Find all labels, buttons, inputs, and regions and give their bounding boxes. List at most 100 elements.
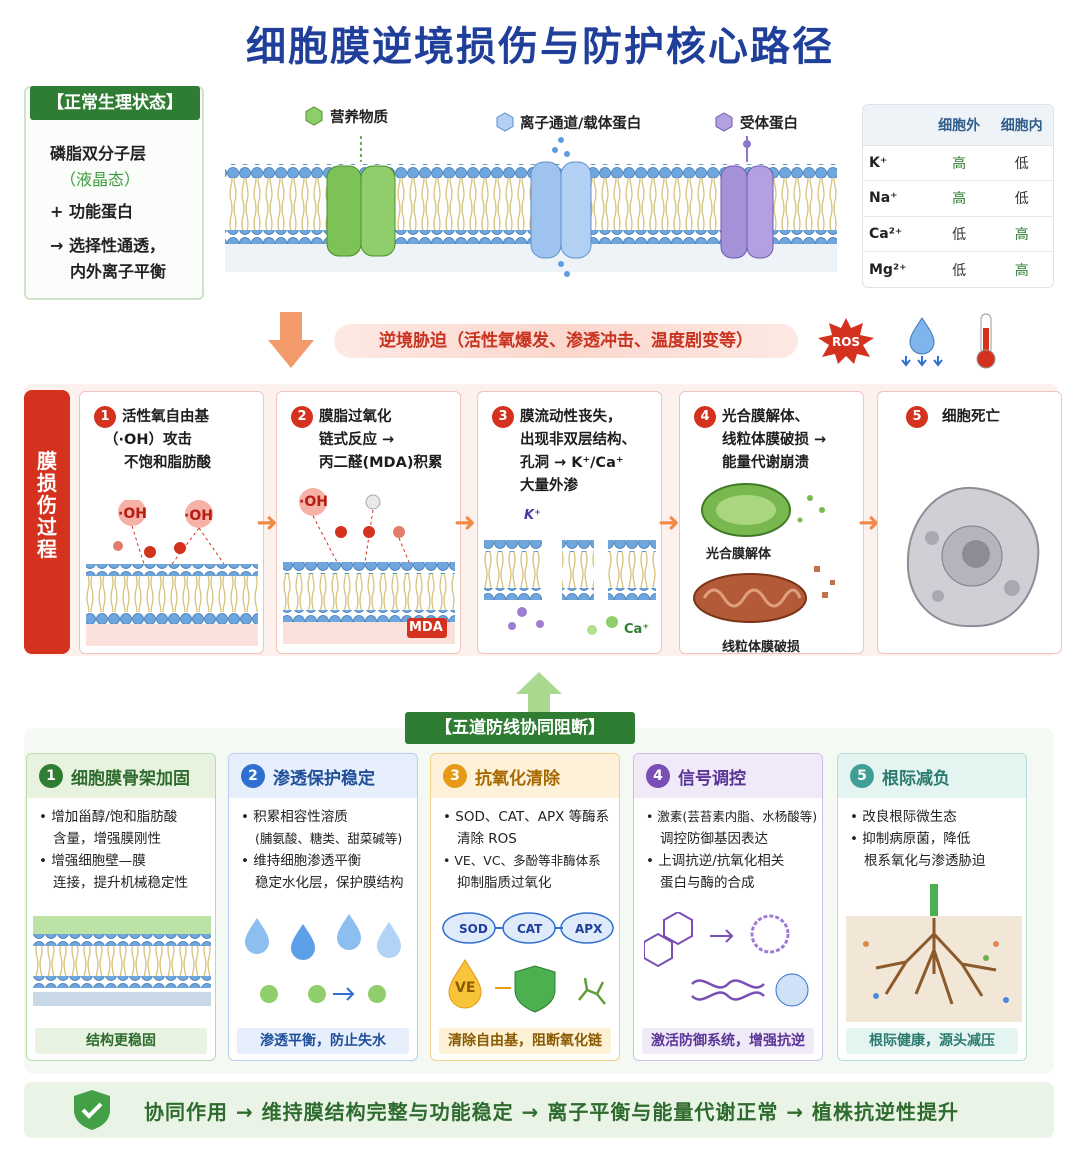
table-row: Ca²⁺低高 — [863, 215, 1053, 252]
ion-name: K⁺ — [863, 144, 928, 181]
bullet: • 上调抗逆/抗氧化相关 — [646, 853, 785, 869]
normal-line-2: （液晶态） — [60, 170, 141, 189]
legend-ion-channel: 离子通道/载体蛋白 — [520, 116, 642, 132]
normal-line-3: + 功能蛋白 — [50, 202, 133, 221]
bullet: 根系氧化与渗透胁迫 — [864, 853, 986, 869]
step-line: 出现非双层结构、 — [520, 432, 636, 448]
damage-side-label: 膜损伤过程 — [24, 390, 70, 654]
step-line: 丙二醛(MDA)积累 — [319, 455, 443, 471]
bullet: • 改良根际微生态 — [850, 809, 957, 825]
step-number: 3 — [492, 406, 514, 428]
normal-line-4: → 选择性通透， — [50, 236, 165, 255]
normal-line-5: 内外离子平衡 — [70, 262, 167, 281]
nutrient-channel-protein — [326, 136, 396, 257]
ion-in: 低 — [990, 180, 1053, 216]
stress-banner: 逆境胁迫（活性氧爆发、渗透冲击、温度剧变等） — [334, 324, 798, 358]
step-arrow-icon: ➜ — [454, 508, 476, 538]
bullet: • 激素(芸苔素内脂、水杨酸等) — [646, 809, 818, 824]
lipid-peroxidation-illustration — [283, 488, 455, 644]
step-line: 不饱和脂肪酸 — [124, 455, 211, 471]
normal-line-1: 磷脂双分子层 — [50, 144, 147, 163]
col-inside: 细胞内 — [990, 105, 1053, 145]
ion-name: Ca²⁺ — [863, 215, 928, 252]
step-line: 膜流动性丧失， — [520, 409, 622, 425]
bullet: 连接，提升机械稳定性 — [53, 875, 188, 891]
step-number: 1 — [94, 406, 116, 428]
mitochondria-label: 线粒体膜破损 — [722, 640, 801, 655]
defense-footer: 结构更稳固 — [35, 1028, 207, 1054]
photosynthetic-membrane-label: 光合膜解体 — [706, 547, 772, 562]
ion-name: Mg²⁺ — [863, 251, 928, 287]
step-line: 细胞死亡 — [942, 409, 1000, 425]
ion-out: 低 — [927, 215, 991, 252]
dead-cell-illustration — [906, 486, 1040, 628]
ion-name: Na⁺ — [863, 180, 928, 216]
defense-number: 3 — [443, 764, 467, 788]
table-row: K⁺高低 — [863, 144, 1053, 181]
step-number: 4 — [694, 406, 716, 428]
defense-card-2: 2 渗透保护稳定 • 积累相容性溶质 (脯氨酸、糖类、甜菜碱等) • 维持细胞渗… — [228, 753, 418, 1061]
defense-number: 2 — [241, 764, 265, 788]
ion-in: 低 — [990, 144, 1053, 181]
oh-label: ·OH — [118, 506, 147, 522]
antioxidant-illustration — [442, 912, 614, 1013]
defense-number: 4 — [646, 764, 670, 788]
step-line: 活性氧自由基 — [122, 409, 209, 425]
step-line: 孔洞 → K⁺/Ca⁺ — [520, 455, 624, 471]
bullet: 抑制脂质过氧化 — [457, 875, 552, 891]
step-number: 5 — [906, 406, 928, 428]
bullet: • 增加甾醇/饱和脂肪酸 — [39, 809, 178, 825]
ca-ion-label: Ca⁺ — [624, 622, 650, 637]
col-outside: 细胞外 — [927, 105, 991, 145]
water-droplets-illustration — [245, 914, 401, 1003]
table-corner — [863, 105, 928, 145]
up-arrow-icon — [516, 672, 562, 714]
synergy-text: 协同作用 → 维持膜结构完整与功能稳定 → 离子平衡与能量代谢正常 → 植株抗逆… — [144, 1100, 960, 1124]
defense-title-text: 根际减负 — [882, 769, 950, 789]
bullet: • SOD、CAT、APX 等酶系 — [443, 809, 610, 825]
oh-label: ·OH — [184, 508, 213, 524]
membrane-pore-illustration — [484, 538, 656, 635]
defense-footer: 根际健康，源头减压 — [846, 1028, 1018, 1054]
bullet: 调控防御基因表达 — [660, 831, 768, 847]
normal-state-tag: 【正常生理状态】 — [30, 86, 200, 120]
nutrient-hex-icon — [305, 106, 323, 126]
damage-side-text: 膜损伤过程 — [37, 449, 57, 561]
table-row: Na⁺高低 — [863, 180, 1053, 216]
table-row: Mg²⁺低高 — [863, 251, 1053, 287]
mda-badge: MDA — [409, 620, 443, 635]
step-arrow-icon: ➜ — [256, 508, 278, 538]
defense-number: 5 — [850, 764, 874, 788]
step-line: 线粒体膜破损 → — [722, 432, 827, 448]
receptor-protein — [720, 136, 774, 259]
step-line: 能量代谢崩溃 — [722, 455, 809, 471]
defense-title-text: 信号调控 — [678, 769, 746, 789]
defense-number: 1 — [39, 764, 63, 788]
bullet: (脯氨酸、糖类、甜菜碱等) — [255, 831, 403, 846]
step-line: 膜脂过氧化 — [319, 409, 392, 425]
defense-title-text: 抗氧化清除 — [475, 769, 560, 789]
damage-step-4: 4 光合膜解体、线粒体膜破损 → 能量代谢崩溃 光合膜解体 线粒体膜破损 — [679, 391, 864, 655]
ion-in: 高 — [990, 215, 1053, 252]
legend-nutrient: 营养物质 — [330, 110, 388, 126]
oh-label: ·OH — [299, 494, 328, 510]
thermometer-icon — [976, 313, 996, 369]
enzyme-cat: CAT — [517, 922, 543, 936]
ion-out: 高 — [927, 144, 991, 181]
bullet: • 增强细胞壁—膜 — [39, 853, 146, 869]
enzyme-apx: APX — [575, 922, 603, 936]
defense-footer: 激活防御系统，增强抗逆 — [642, 1028, 814, 1054]
shield-check-icon — [74, 1090, 110, 1130]
ve-label: VE — [455, 980, 476, 996]
ion-channel-protein — [530, 137, 592, 277]
membrane-illustration — [225, 136, 837, 277]
damage-step-5: 5 细胞死亡 — [877, 391, 1062, 654]
enzyme-sod: SOD — [459, 922, 488, 936]
step-line: 光合膜解体、 — [722, 409, 809, 425]
ros-text: ROS — [832, 335, 860, 349]
k-ion-label: K⁺ — [524, 508, 541, 523]
step-line: 链式反应 → — [319, 432, 395, 448]
